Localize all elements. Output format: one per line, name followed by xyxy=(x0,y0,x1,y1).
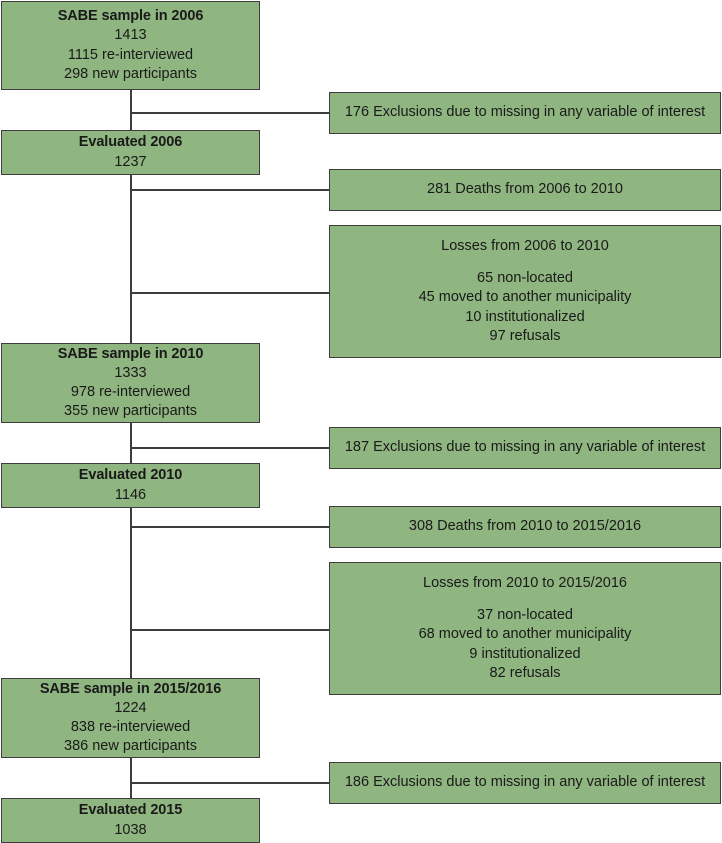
side-node-text: 187 Exclusions due to missing in any var… xyxy=(344,439,706,456)
node-deaths-2006-2010[interactable]: 281 Deaths from 2006 to 2010 xyxy=(329,169,721,211)
node-new-participants: 298 new participants xyxy=(64,65,197,82)
node-title: SABE sample in 2006 xyxy=(57,8,204,25)
node-total: 1146 xyxy=(114,486,147,503)
loss-item-refusals: 82 refusals xyxy=(489,664,561,681)
node-total: 1413 xyxy=(114,27,147,44)
node-exclusions-2015[interactable]: 186 Exclusions due to missing in any var… xyxy=(329,762,721,804)
side-node-text: 281 Deaths from 2006 to 2010 xyxy=(427,181,623,198)
side-node-heading: Losses from 2006 to 2010 xyxy=(441,238,609,255)
node-evaluated-2006[interactable]: Evaluated 2006 1237 xyxy=(1,130,260,175)
loss-item-moved: 68 moved to another municipality xyxy=(418,626,632,643)
node-title: Evaluated 2015 xyxy=(78,802,183,819)
loss-item-institutionalized: 10 institutionalized xyxy=(465,308,585,325)
side-node-text: 186 Exclusions due to missing in any var… xyxy=(344,774,706,791)
side-node-heading: Losses from 2010 to 2015/2016 xyxy=(423,575,627,592)
node-reinterviewed: 1115 re-interviewed xyxy=(67,46,194,63)
node-total: 1333 xyxy=(114,364,147,381)
node-title: SABE sample in 2015/2016 xyxy=(39,680,222,697)
node-reinterviewed: 978 re-interviewed xyxy=(70,384,191,400)
node-evaluated-2015[interactable]: Evaluated 2015 1038 xyxy=(1,798,260,843)
side-node-text: 308 Deaths from 2010 to 2015/2016 xyxy=(408,518,642,535)
side-node-text: 176 Exclusions due to missing in any var… xyxy=(344,104,706,121)
loss-item-non-located: 37 non-located xyxy=(477,607,573,624)
node-evaluated-2010[interactable]: Evaluated 2010 1146 xyxy=(1,463,260,508)
node-new-participants: 355 new participants xyxy=(64,403,197,420)
node-title: Evaluated 2010 xyxy=(78,467,183,484)
loss-item-non-located: 65 non-located xyxy=(477,270,573,287)
loss-item-moved: 45 moved to another municipality xyxy=(418,289,632,306)
loss-item-institutionalized: 9 institutionalized xyxy=(469,645,581,662)
node-total: 1237 xyxy=(114,153,147,170)
node-total: 1224 xyxy=(114,699,147,716)
node-sabe-sample-2006[interactable]: SABE sample in 2006 1413 1115 re-intervi… xyxy=(1,1,260,90)
node-total: 1038 xyxy=(114,821,147,838)
node-title: SABE sample in 2010 xyxy=(57,345,204,362)
node-exclusions-2010[interactable]: 187 Exclusions due to missing in any var… xyxy=(329,427,721,469)
node-new-participants: 386 new participants xyxy=(64,738,197,755)
node-deaths-2010-2015[interactable]: 308 Deaths from 2010 to 2015/2016 xyxy=(329,506,721,548)
node-sabe-sample-2015[interactable]: SABE sample in 2015/2016 1224 838 re-int… xyxy=(1,678,260,758)
node-title: Evaluated 2006 xyxy=(78,134,183,151)
node-losses-2006-2010[interactable]: Losses from 2006 to 2010 65 non-located … xyxy=(329,225,721,358)
node-exclusions-2006[interactable]: 176 Exclusions due to missing in any var… xyxy=(329,92,721,134)
node-reinterviewed: 838 re-interviewed xyxy=(70,719,191,735)
loss-item-refusals: 97 refusals xyxy=(489,327,561,344)
node-losses-2010-2015[interactable]: Losses from 2010 to 2015/2016 37 non-loc… xyxy=(329,562,721,695)
node-sabe-sample-2010[interactable]: SABE sample in 2010 1333 978 re-intervie… xyxy=(1,343,260,423)
